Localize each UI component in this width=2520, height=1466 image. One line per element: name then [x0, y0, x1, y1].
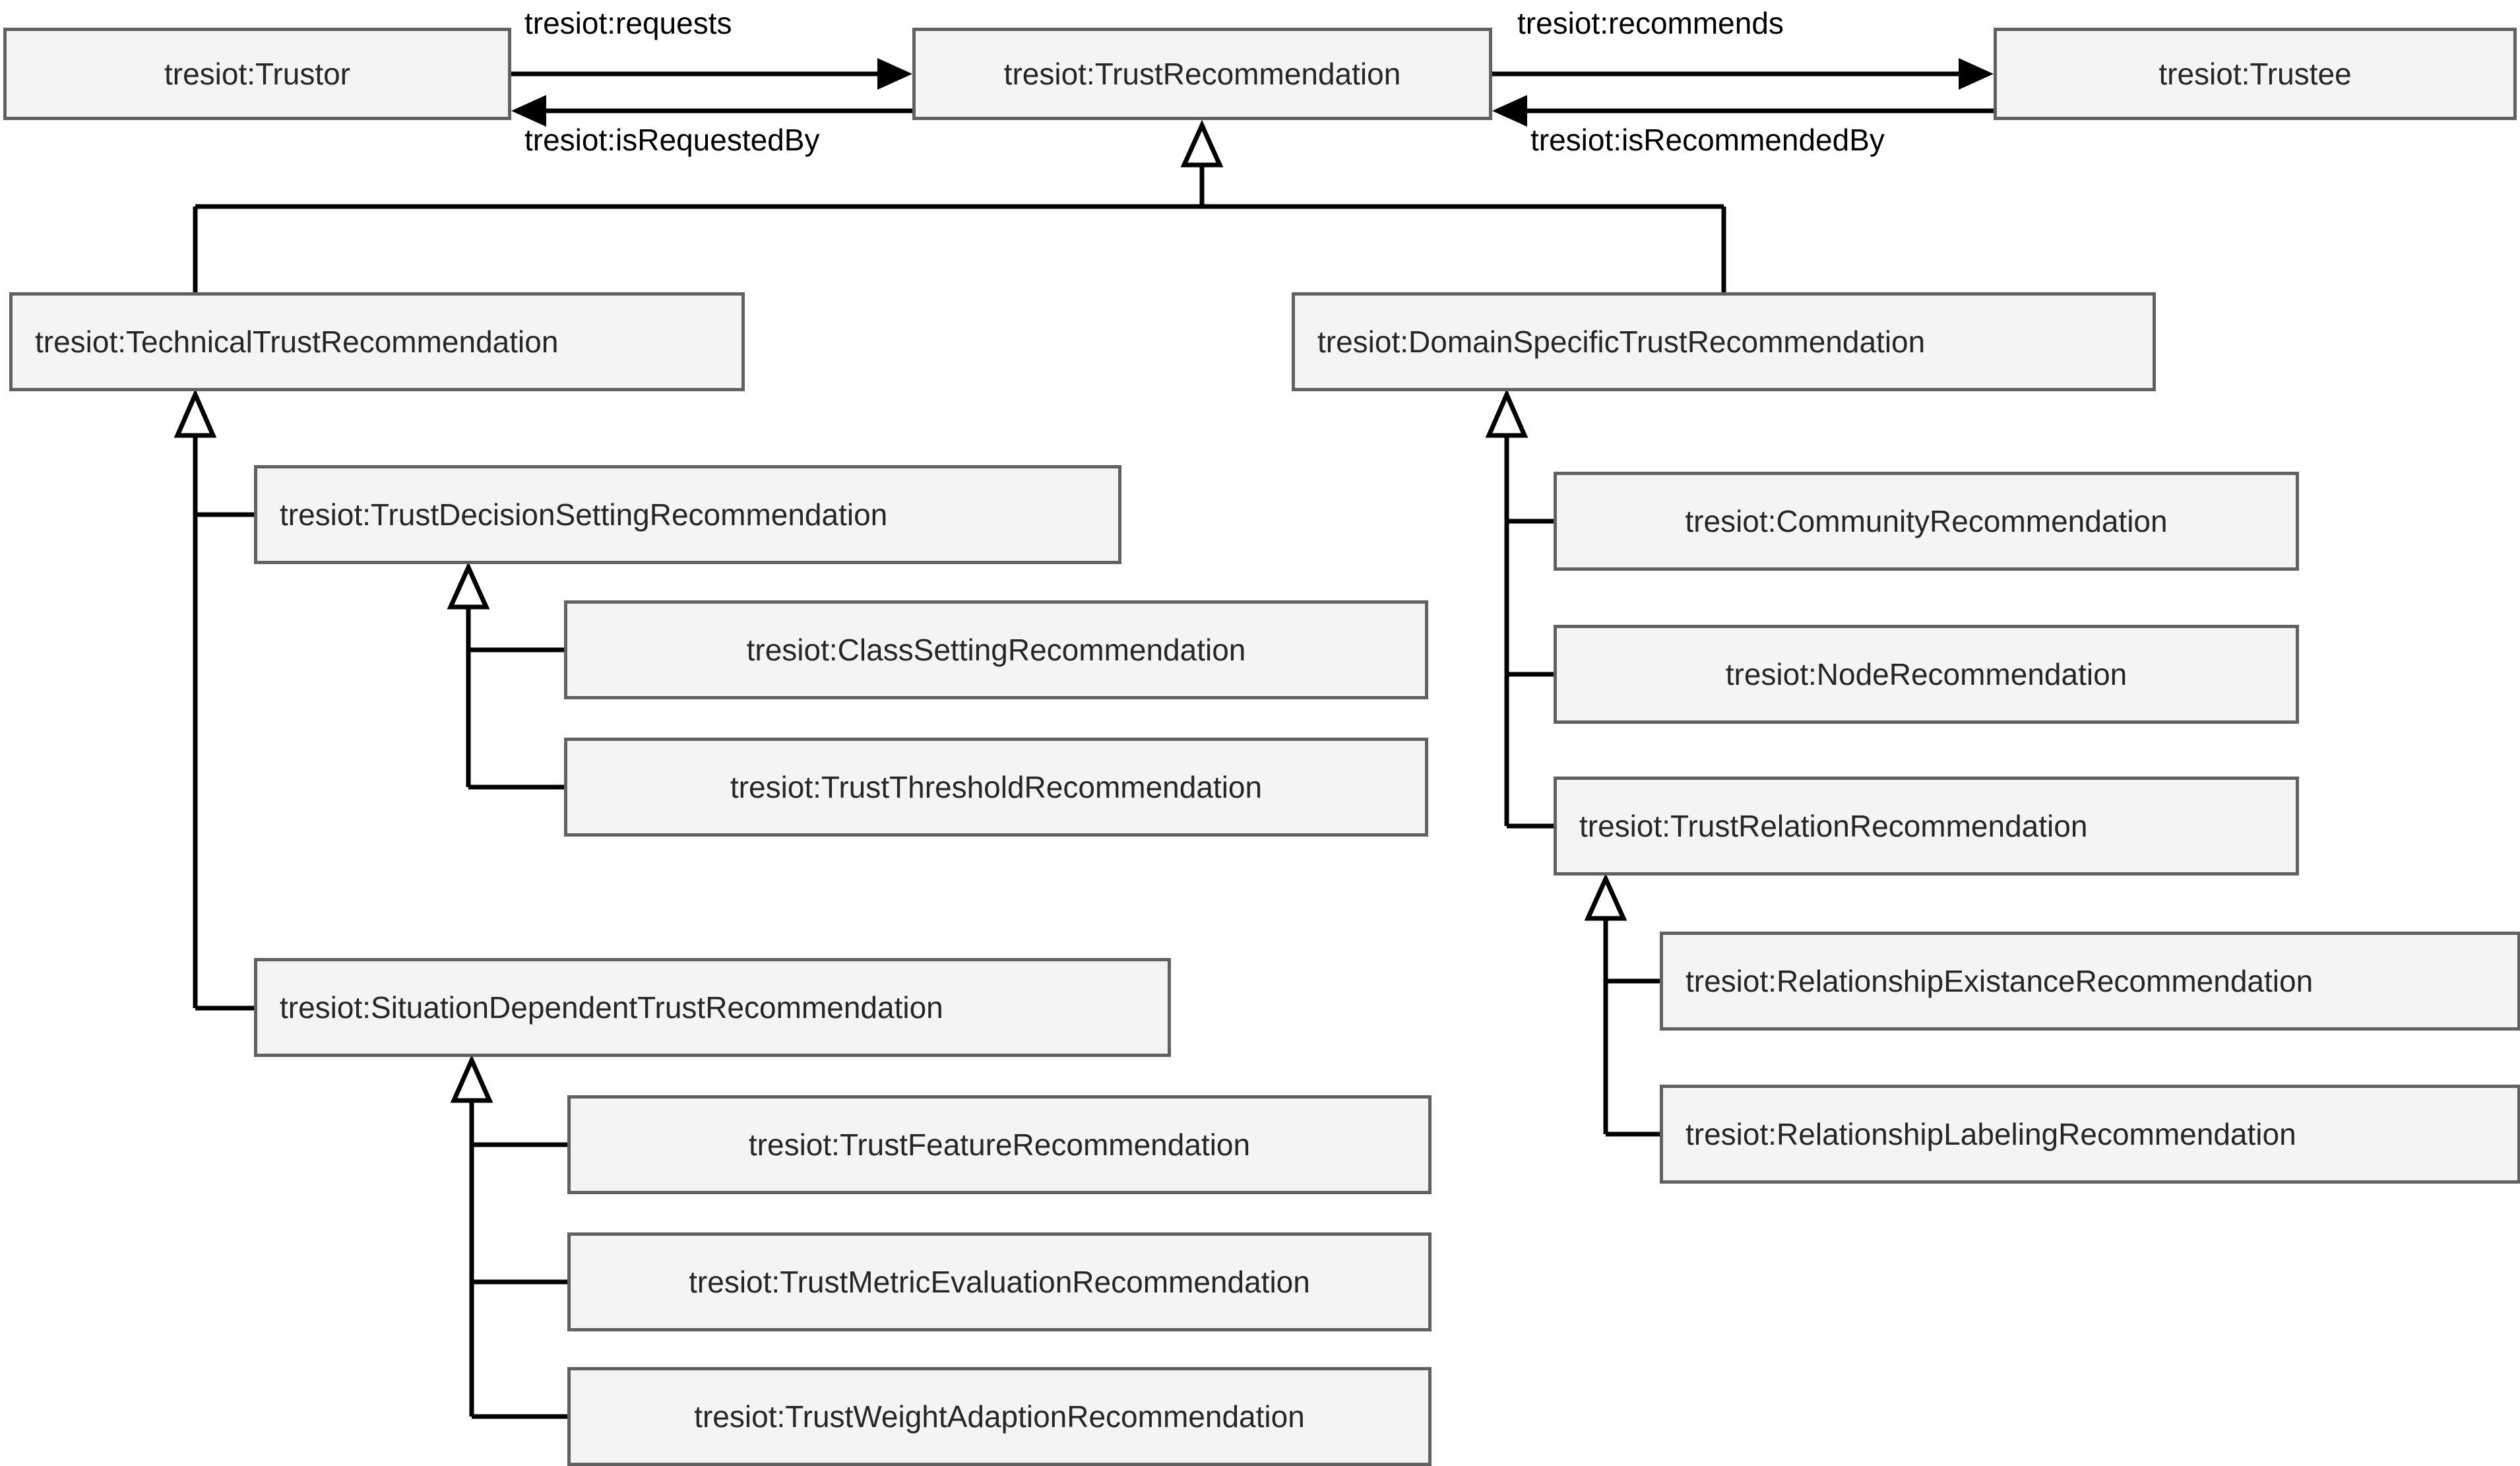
- association-label-isrequestedby: tresiot:isRequestedBy: [524, 123, 820, 157]
- association-isRecommendedBy: [1492, 95, 1994, 127]
- class-label: tresiot:TechnicalTrustRecommendation: [35, 325, 559, 359]
- association-label-recommends: tresiot:recommends: [1517, 6, 1784, 40]
- class-box-trustor[interactable]: tresiot:Trustor: [3, 28, 511, 120]
- class-box-domainspecifictrustrecommendation[interactable]: tresiot:DomainSpecificTrustRecommendatio…: [1292, 292, 2156, 391]
- generalization-trustdecisionsettingrecommendation: [447, 561, 564, 790]
- class-label: tresiot:Trustee: [2158, 57, 2352, 91]
- class-box-technicaltrustrecommendation[interactable]: tresiot:TechnicalTrustRecommendation: [9, 292, 745, 391]
- class-label: tresiot:SituationDependentTrustRecommend…: [280, 990, 943, 1025]
- class-box-relationshiplabelingrecommendation[interactable]: tresiot:RelationshipLabelingRecommendati…: [1660, 1085, 2520, 1184]
- class-box-classsettingrecommendation[interactable]: tresiot:ClassSettingRecommendation: [564, 600, 1428, 699]
- class-label: tresiot:RelationshipExistanceRecommendat…: [1685, 964, 2314, 998]
- generalization-technicaltrustrecommendation: [173, 389, 254, 1011]
- class-label: tresiot:TrustDecisionSettingRecommendati…: [280, 497, 888, 532]
- class-label: tresiot:TrustMetricEvaluationRecommendat…: [689, 1265, 1310, 1299]
- class-box-trustdecisionsettingrecommendation[interactable]: tresiot:TrustDecisionSettingRecommendati…: [254, 465, 1121, 564]
- class-box-trustthresholdrecommendation[interactable]: tresiot:TrustThresholdRecommendation: [564, 738, 1428, 837]
- generalization-trustrecommendation: [193, 119, 1726, 292]
- class-label: tresiot:NodeRecommendation: [1725, 657, 2127, 691]
- association-requests: [511, 58, 912, 90]
- class-label: tresiot:TrustFeatureRecommendation: [748, 1128, 1251, 1162]
- class-box-noderecommendation[interactable]: tresiot:NodeRecommendation: [1554, 625, 2299, 724]
- class-label: tresiot:TrustWeightAdaptionRecommendatio…: [694, 1399, 1305, 1434]
- class-box-relationshipexistancerecommendation[interactable]: tresiot:RelationshipExistanceRecommendat…: [1660, 932, 2520, 1031]
- class-box-communityrecommendation[interactable]: tresiot:CommunityRecommendation: [1554, 472, 2299, 571]
- class-box-trustweightadaptionrecommendation[interactable]: tresiot:TrustWeightAdaptionRecommendatio…: [567, 1367, 1432, 1466]
- class-box-trustfeaturerecommendation[interactable]: tresiot:TrustFeatureRecommendation: [567, 1095, 1432, 1194]
- class-box-trustmetricevaluationrecommendation[interactable]: tresiot:TrustMetricEvaluationRecommendat…: [567, 1232, 1432, 1331]
- association-isRequestedBy: [511, 95, 912, 127]
- class-box-trustee[interactable]: tresiot:Trustee: [1994, 28, 2517, 120]
- class-box-trustrelationrecommendation[interactable]: tresiot:TrustRelationRecommendation: [1554, 777, 2299, 876]
- class-label: tresiot:TrustThresholdRecommendation: [730, 770, 1263, 804]
- generalization-trustrelationrecommendation: [1584, 873, 1660, 1137]
- generalization-domainspecifictrustrecommendation: [1485, 389, 1554, 829]
- class-box-trustrecommendation[interactable]: tresiot:TrustRecommendation: [912, 28, 1492, 120]
- association-recommends: [1492, 58, 1994, 90]
- association-label-isrecommendedby: tresiot:isRecommendedBy: [1530, 123, 1885, 157]
- generalization-situationdependenttrustrecommendation: [450, 1054, 567, 1419]
- class-label: tresiot:TrustRelationRecommendation: [1579, 809, 2088, 843]
- class-label: tresiot:Trustor: [164, 57, 351, 91]
- class-box-situationdependenttrustrecommendation[interactable]: tresiot:SituationDependentTrustRecommend…: [254, 958, 1171, 1057]
- class-label: tresiot:CommunityRecommendation: [1685, 504, 2168, 538]
- class-label: tresiot:RelationshipLabelingRecommendati…: [1685, 1117, 2296, 1151]
- class-label: tresiot:TrustRecommendation: [1003, 57, 1401, 91]
- class-label: tresiot:ClassSettingRecommendation: [746, 633, 1246, 667]
- class-label: tresiot:DomainSpecificTrustRecommendatio…: [1317, 325, 1926, 359]
- association-label-requests: tresiot:requests: [524, 6, 732, 40]
